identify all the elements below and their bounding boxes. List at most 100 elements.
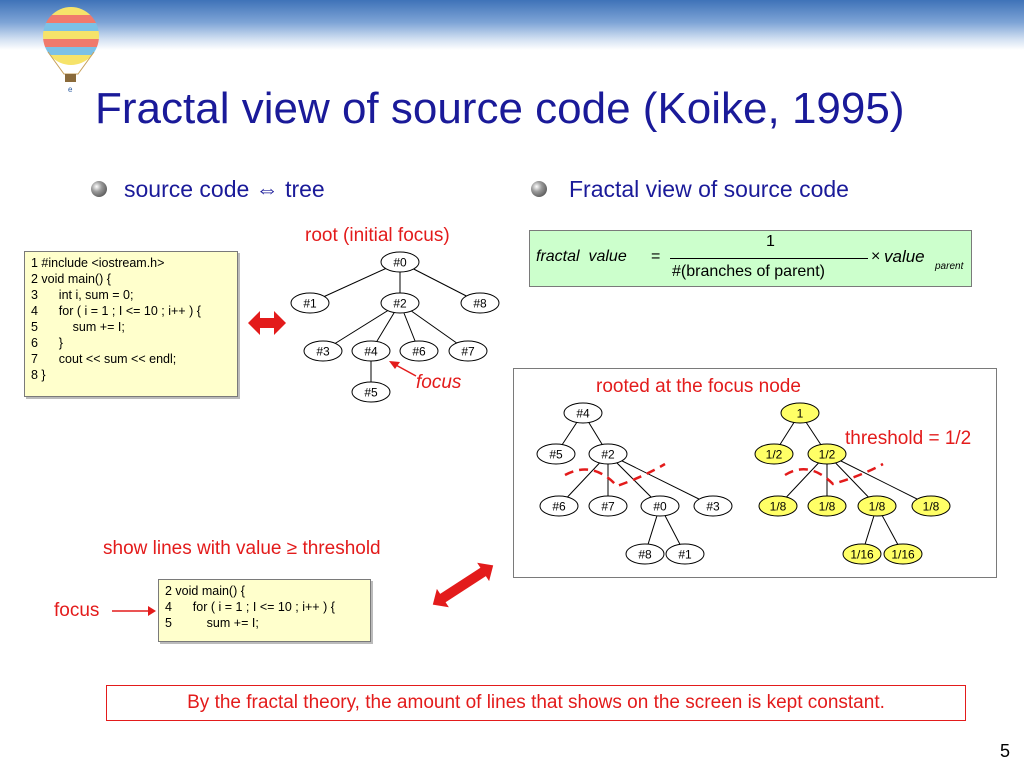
fractal-theory-note: By the fractal theory, the amount of lin…: [106, 685, 966, 721]
source-tree-diagram: #0 #1 #2 #8 #3 #4 #6 #7 #5: [290, 251, 500, 403]
bullet-icon: [91, 181, 107, 197]
tree-node-label: 1/2: [819, 448, 836, 462]
tree-node: [536, 443, 576, 465]
tree-node-label: #4: [576, 407, 590, 421]
tree-node-label: 1/2: [766, 448, 783, 462]
tree-node: [883, 543, 923, 565]
formula-subscript: parent: [935, 261, 964, 272]
tree-edge: [826, 453, 932, 507]
tree-node: [807, 443, 847, 465]
formula-equals: =: [651, 248, 661, 265]
formula-lhs: fractal value: [536, 248, 627, 265]
fractal-formula-box: fractal value = 1 #(branches of parent) …: [529, 230, 972, 287]
focus-arrow-head: [389, 361, 400, 369]
hot-air-balloon-logo: e: [43, 7, 99, 92]
tree-node-label: #2: [393, 297, 407, 311]
source-code-line: 3 int i, sum = 0;: [31, 288, 134, 302]
filtered-code-box: 2 void main() { 4 for ( i = 1 ; I <= 10 ;…: [158, 579, 371, 642]
tree-node: [758, 495, 798, 517]
tree-node: [351, 381, 391, 403]
threshold-cut-line: [784, 462, 884, 486]
focus-label: focus: [54, 600, 100, 621]
filtered-code-line: 4 for ( i = 1 ; I <= 10 ; i++ ) {: [165, 600, 335, 614]
top-banner: [0, 0, 1024, 50]
svg-text:e: e: [68, 85, 73, 92]
tree-node: [351, 340, 391, 362]
bullet-source-code-tree: source code ⇔ tree: [124, 176, 325, 202]
tree-node-label: 1/16: [891, 548, 915, 562]
tree-node: [807, 495, 847, 517]
tree-node: [780, 402, 820, 424]
tree-node-label: #4: [364, 345, 378, 359]
tree-node: [588, 443, 628, 465]
tree-node: [588, 495, 628, 517]
tree-edge: [322, 302, 401, 352]
tree-node: [448, 340, 488, 362]
tree-node: [380, 292, 420, 314]
double-arrow-icon: [248, 311, 286, 335]
formula-denominator: #(branches of parent): [672, 263, 825, 280]
diagonal-double-arrow-icon: [432, 562, 494, 608]
threshold-cut-line: [564, 462, 666, 488]
tree-node: [539, 495, 579, 517]
tree-node-label: #5: [549, 448, 563, 462]
tree-node-label: #8: [473, 297, 487, 311]
formula-value: value: [884, 247, 925, 266]
tree-node-label: #2: [601, 448, 615, 462]
tree-node: [460, 292, 500, 314]
show-lines-label: show lines with value ≥ threshold: [103, 538, 381, 559]
tree-node: [290, 292, 330, 314]
tree-node-label: #3: [706, 500, 720, 514]
tree-node-label: 1/16: [850, 548, 874, 562]
tree-node: [625, 543, 665, 565]
tree-node-label: #8: [638, 548, 652, 562]
tree-node-label: #7: [601, 500, 615, 514]
focus-arrow-line: [393, 363, 417, 377]
tree-node: [693, 495, 733, 517]
tree-node-label: #0: [653, 500, 667, 514]
filtered-code-line: 2 void main() {: [165, 584, 245, 598]
tree-node: [303, 340, 343, 362]
bullet-icon: [531, 181, 547, 197]
tree-node: [857, 495, 897, 517]
tree-node-label: #0: [393, 256, 407, 270]
tree-node-label: 1/8: [923, 500, 940, 514]
tree-node-label: #6: [412, 345, 426, 359]
focus-label-italic: focus: [416, 372, 462, 393]
tree-node-label: #3: [316, 345, 330, 359]
source-code-line: 4 for ( i = 1 ; I <= 10 ; i++ ) {: [31, 304, 201, 318]
formula-numerator: 1: [766, 233, 775, 250]
rerooted-tree-diagram: #4#5#2#6#7#0#3#8#1: [536, 402, 733, 565]
tree-node-label: #7: [461, 345, 475, 359]
source-code-line: 7 cout << sum << endl;: [31, 352, 177, 366]
page-number: 5: [999, 741, 1010, 761]
tree-node-label: #1: [303, 297, 317, 311]
source-code-line: 6 }: [31, 336, 63, 350]
tree-node: [665, 543, 705, 565]
tree-node: [911, 495, 951, 517]
tree-node-label: #5: [364, 386, 378, 400]
filtered-code-line: 5 sum += I;: [165, 616, 259, 630]
tree-node: [380, 251, 420, 273]
formula-times: ×: [871, 248, 881, 265]
rerooted-tree-frame: [513, 368, 997, 578]
source-code-line: 8 }: [31, 368, 46, 382]
root-label: root (initial focus): [305, 225, 450, 246]
bullet-fractal-view: Fractal view of source code: [569, 176, 849, 202]
tree-node: [399, 340, 439, 362]
source-code-line: 2 void main() {: [31, 272, 111, 286]
tree-node-label: #1: [678, 548, 692, 562]
tree-node-label: 1/8: [770, 500, 787, 514]
tree-node-label: 1/8: [819, 500, 836, 514]
tree-node-label: 1/8: [869, 500, 886, 514]
source-code-line: 1 #include <iostream.h>: [31, 256, 165, 270]
source-code-line: 5 sum += I;: [31, 320, 125, 334]
focus-pointer-arrow-icon: [112, 606, 156, 616]
tree-edge: [607, 453, 714, 507]
source-code-box: 1 #include <iostream.h> 2 void main() { 3 …: [24, 251, 238, 397]
tree-node: [754, 443, 794, 465]
rooted-at-focus-label: rooted at the focus node: [596, 376, 801, 397]
tree-node: [563, 402, 603, 424]
slide-title: Fractal view of source code (Koike, 1995…: [95, 84, 905, 133]
